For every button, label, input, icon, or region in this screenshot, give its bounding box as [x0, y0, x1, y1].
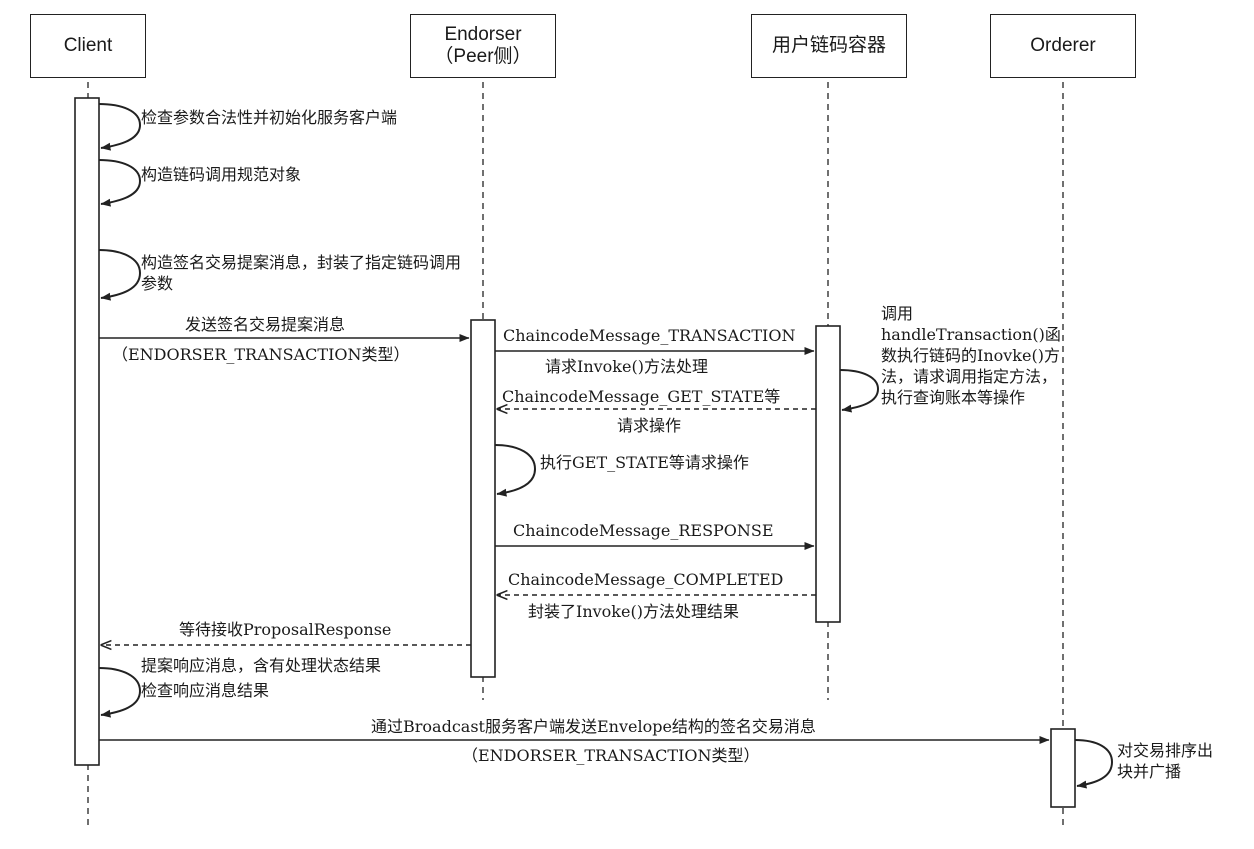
get-state-label: ChaincodeMessage_GET_STATE等 [502, 387, 781, 406]
order-broadcast-label: 对交易排序出块并广播 [1117, 741, 1214, 781]
self-call-arrow [98, 667, 142, 718]
broadcast-type-label: （ENDORSER_TRANSACTION类型） [462, 746, 760, 765]
response-label: ChaincodeMessage_RESPONSE [513, 521, 774, 540]
send-proposal-type-label: （ENDORSER_TRANSACTION类型） [112, 345, 410, 364]
self-call-arrow [1074, 739, 1114, 789]
build-proposal-label: 构造签名交易提案消息，封装了指定链码调用参数 [141, 253, 462, 293]
transaction-label: ChaincodeMessage_TRANSACTION [503, 326, 796, 345]
wait-response-label: 等待接收ProposalResponse [179, 620, 392, 639]
chaincode-actor-box: 用户链码容器 [751, 14, 907, 78]
request-op-label: 请求操作 [617, 416, 682, 435]
chaincode-activation-bar [815, 325, 841, 623]
client-actor-label: Client [63, 35, 113, 57]
wrap-result-label: 封装了Invoke()方法处理结果 [528, 602, 739, 621]
orderer-actor-label: Orderer [1030, 35, 1096, 57]
proposal-response-label: 提案响应消息，含有处理状态结果 [141, 656, 382, 675]
check-params-label: 检查参数合法性并初始化服务客户端 [141, 108, 398, 127]
build-spec-label: 构造链码调用规范对象 [141, 165, 302, 184]
broadcast-label: 通过Broadcast服务客户端发送Envelope结构的签名交易消息 [371, 717, 816, 736]
client-actor-box: Client [30, 14, 146, 78]
invoke-request-label: 请求Invoke()方法处理 [545, 357, 708, 376]
exec-get-state-label: 执行GET_STATE等请求操作 [540, 453, 749, 472]
self-call-arrow [98, 103, 142, 151]
check-response-label: 检查响应消息结果 [141, 681, 270, 700]
endorser-actor-box: Endorser （Peer侧） [410, 14, 556, 78]
endorser-actor-sublabel: （Peer侧） [434, 46, 532, 67]
self-call-arrow [98, 159, 142, 207]
orderer-actor-box: Orderer [990, 14, 1136, 78]
self-call-arrow [494, 444, 537, 497]
self-call-arrow [839, 369, 880, 413]
completed-label: ChaincodeMessage_COMPLETED [508, 570, 784, 589]
orderer-activation-bar [1050, 728, 1076, 808]
endorser-actor-label: Endorser [444, 24, 522, 46]
chaincode-actor-label: 用户链码容器 [771, 35, 886, 57]
self-call-arrow [98, 249, 142, 301]
endorser-activation-bar [470, 319, 496, 678]
handle-transaction-label: 调用handleTransaction()函数执行链码的Inovke()方法，请… [881, 304, 1061, 407]
send-proposal-label: 发送签名交易提案消息 [185, 315, 346, 334]
client-activation-bar [74, 97, 100, 766]
